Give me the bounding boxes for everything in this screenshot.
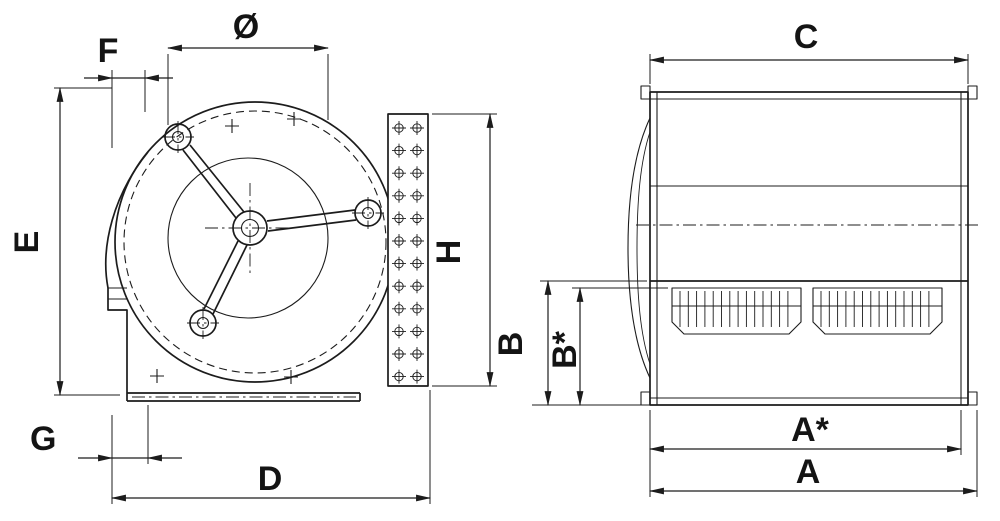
scroll-curve (105, 151, 149, 401)
dim-f-label: F (98, 32, 119, 70)
impeller-spider (162, 121, 384, 339)
housing-outer-circle (114, 101, 396, 383)
drum-body (627, 85, 982, 406)
scroll-step-detail (108, 287, 127, 300)
front-view: Ø F E G D H (8, 8, 497, 504)
grille-panel-right (812, 287, 943, 335)
dim-f: F (84, 32, 173, 148)
corner-tab-bottom-left (640, 391, 651, 406)
dim-g: G (30, 405, 182, 504)
face-hole-marks (150, 112, 301, 384)
corner-tab-bottom-right (967, 391, 978, 406)
dim-a-label: A (796, 453, 821, 491)
dim-a: A (648, 410, 979, 497)
corner-tab-top-left (640, 85, 651, 100)
dim-c: C (648, 18, 970, 84)
grille-panel-left (671, 287, 802, 335)
spider-arms (182, 144, 357, 315)
dim-b-label: B (492, 332, 530, 357)
dim-b-star: B* (546, 286, 668, 407)
dim-a-star-label: A* (791, 411, 830, 449)
drum-inner-edges (650, 92, 968, 405)
inlet-cone-arc-inner (636, 131, 651, 365)
dim-e-label: E (8, 231, 46, 254)
dim-d: D (110, 390, 432, 504)
dim-a-star: A* (648, 410, 963, 497)
dim-diameter-label: Ø (233, 8, 259, 46)
pad-centerlines (352, 197, 384, 229)
outlet-grille (671, 287, 943, 335)
dim-h: H (430, 112, 497, 388)
dim-d-label: D (258, 460, 283, 498)
pad-centerlines (187, 307, 219, 339)
dim-diameter: Ø (166, 8, 330, 125)
spider-pad-2 (352, 197, 384, 229)
flange-strip-body (387, 113, 429, 387)
extension-lines (432, 113, 497, 387)
dim-b-star-label: B* (546, 330, 584, 369)
inlet-circle (167, 157, 329, 319)
drum-outline (649, 91, 969, 406)
spider-pad-1 (162, 121, 194, 153)
corner-tab-top-right (967, 85, 978, 100)
grille-hatch (679, 291, 930, 327)
extension-lines (111, 405, 149, 504)
dim-g-label: G (30, 420, 56, 458)
dim-h-label: H (430, 240, 468, 265)
inlet-cone-arc-outer (627, 117, 651, 379)
outlet-flange (127, 392, 361, 402)
extension-lines (167, 54, 329, 125)
dim-b: B (492, 279, 647, 407)
side-view: C B B* A* A (492, 18, 982, 497)
extension-lines (54, 87, 120, 396)
housing-dashed-circle (123, 110, 387, 374)
extension-lines (111, 70, 146, 148)
mounting-flange-strip (387, 113, 429, 387)
flange-holes (392, 121, 424, 384)
dim-c-label: C (794, 18, 819, 56)
scroll-housing (105, 101, 396, 402)
spider-pad-3 (187, 307, 219, 339)
hub-centerlines (205, 183, 295, 273)
dim-e: E (8, 86, 120, 397)
pad-centerlines (162, 121, 194, 153)
extension-lines (649, 54, 969, 84)
